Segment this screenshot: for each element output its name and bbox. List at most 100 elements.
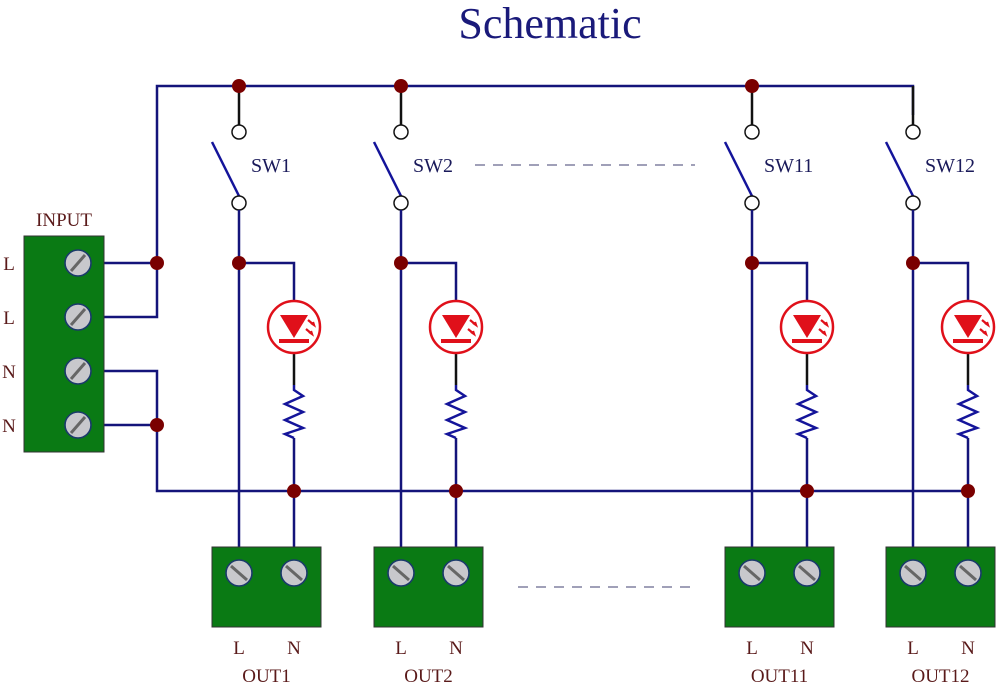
input-screw-4[interactable]	[64, 411, 92, 439]
junction-dot	[449, 484, 463, 498]
output-terminal-block: L N OUT12	[885, 546, 996, 687]
resistor-icon	[794, 385, 820, 440]
switch-contact	[905, 195, 921, 211]
terminal-block	[373, 546, 484, 628]
switch-label: SW11	[764, 155, 813, 177]
led-icon	[940, 299, 996, 385]
terminal-label-l: L	[907, 638, 919, 659]
terminal-label-n: N	[449, 638, 463, 659]
junction-dot	[394, 79, 408, 93]
terminal-screw[interactable]	[387, 559, 415, 587]
junction-dot	[232, 256, 246, 270]
light-rays	[818, 319, 830, 337]
led-bar	[792, 339, 822, 343]
switch-contact	[231, 195, 247, 211]
led-icon	[428, 299, 484, 385]
light-rays	[305, 319, 317, 337]
screw-slot	[285, 564, 303, 582]
switch-lever[interactable]	[884, 141, 915, 197]
switch-contact	[393, 195, 409, 211]
junction-dot	[150, 256, 164, 270]
input-label: INPUT	[36, 210, 92, 231]
terminal-label-l: L	[233, 638, 245, 659]
screw-slot	[230, 564, 248, 582]
led-triangle	[793, 315, 821, 338]
screw-slot	[392, 564, 410, 582]
led-icon	[779, 299, 835, 385]
neutral-bus	[104, 369, 968, 493]
screw-slot	[959, 564, 977, 582]
output-terminal-block: L N OUT11	[724, 546, 835, 687]
output-label: OUT1	[242, 666, 291, 687]
junction-dot	[287, 484, 301, 498]
resistor-icon	[443, 385, 469, 440]
junction-dot	[800, 484, 814, 498]
switch-label: SW12	[925, 155, 975, 177]
led-bar	[441, 339, 471, 343]
junction-dot	[961, 484, 975, 498]
switch-contact	[905, 124, 921, 140]
line-bus	[104, 84, 915, 319]
terminal-screw[interactable]	[738, 559, 766, 587]
screw-slot	[743, 564, 761, 582]
led-triangle	[954, 315, 982, 338]
input-screw-3[interactable]	[64, 357, 92, 385]
resistor-icon	[955, 385, 981, 440]
terminal-screw[interactable]	[954, 559, 982, 587]
terminal-label-n: N	[800, 638, 814, 659]
switch-contact	[393, 124, 409, 140]
light-rays	[467, 319, 479, 337]
input-screw-1[interactable]	[64, 249, 92, 277]
junction-dot	[150, 418, 164, 432]
terminal-screw[interactable]	[225, 559, 253, 587]
switch-label: SW2	[413, 155, 453, 177]
switch-lever[interactable]	[372, 141, 403, 197]
terminal-block	[211, 546, 322, 628]
input-terminal-label: N	[2, 362, 16, 383]
terminal-block	[885, 546, 996, 628]
wire	[401, 261, 458, 300]
wire	[752, 261, 809, 300]
switch-lever[interactable]	[210, 141, 241, 197]
led-triangle	[442, 315, 470, 338]
input-terminal-block: INPUT L L N N	[2, 210, 105, 453]
output-label: OUT2	[404, 666, 453, 687]
diagram-title: Schematic	[458, 0, 641, 48]
screw-slot	[447, 564, 465, 582]
switch-contact	[744, 124, 760, 140]
terminal-screw[interactable]	[899, 559, 927, 587]
switch-contact	[744, 195, 760, 211]
output-label: OUT12	[911, 666, 969, 687]
resistor-icon	[281, 385, 307, 440]
junction-dot	[745, 256, 759, 270]
junction-dot	[394, 256, 408, 270]
terminal-screw[interactable]	[793, 559, 821, 587]
led-triangle	[280, 315, 308, 338]
switch-lever[interactable]	[723, 141, 754, 197]
terminal-label-l: L	[746, 638, 758, 659]
input-screw-2[interactable]	[64, 303, 92, 331]
wire	[239, 261, 296, 300]
wire	[913, 261, 970, 300]
terminal-screw[interactable]	[280, 559, 308, 587]
junction-dot	[745, 79, 759, 93]
terminal-screw[interactable]	[442, 559, 470, 587]
junction-dot	[232, 79, 246, 93]
screw-slot	[904, 564, 922, 582]
switch-contact	[231, 124, 247, 140]
led-bar	[953, 339, 983, 343]
terminal-block	[724, 546, 835, 628]
output-label: OUT11	[751, 666, 808, 687]
terminal-label-n: N	[961, 638, 975, 659]
screw-slot	[798, 564, 816, 582]
junction-dot	[906, 256, 920, 270]
led-bar	[279, 339, 309, 343]
